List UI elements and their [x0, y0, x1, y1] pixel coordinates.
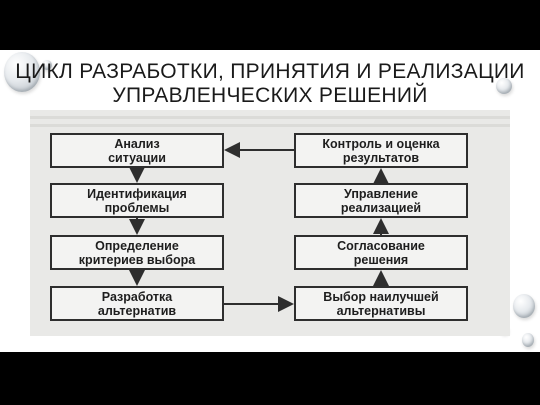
step-problem-identification: Идентификация проблемы — [50, 183, 224, 218]
step-control-evaluation: Контроль и оценка результатов — [294, 133, 468, 168]
faded-text-line — [30, 116, 510, 119]
step-best-alternative-choice: Выбор наилучшей альтернативы — [294, 286, 468, 321]
diagram-scan: Анализ ситуации Идентификация проблемы О… — [30, 110, 510, 336]
water-drop-decoration — [4, 52, 40, 92]
faded-text-line — [30, 124, 510, 127]
step-analysis: Анализ ситуации — [50, 133, 224, 168]
water-drop-decoration — [522, 333, 534, 347]
step-alternatives-development: Разработка альтернатив — [50, 286, 224, 321]
step-implementation-management: Управление реализацией — [294, 183, 468, 218]
water-drop-decoration — [42, 60, 52, 70]
water-drop-decoration — [496, 78, 512, 94]
flow-arrows — [129, 142, 389, 312]
water-drop-decoration — [513, 294, 535, 318]
slide-title: ЦИКЛ РАЗРАБОТКИ, ПРИНЯТИЯ И РЕАЛИЗАЦИИ У… — [15, 60, 525, 107]
step-decision-approval: Согласование решения — [294, 235, 468, 270]
step-selection-criteria: Определение критериев выбора — [50, 235, 224, 270]
